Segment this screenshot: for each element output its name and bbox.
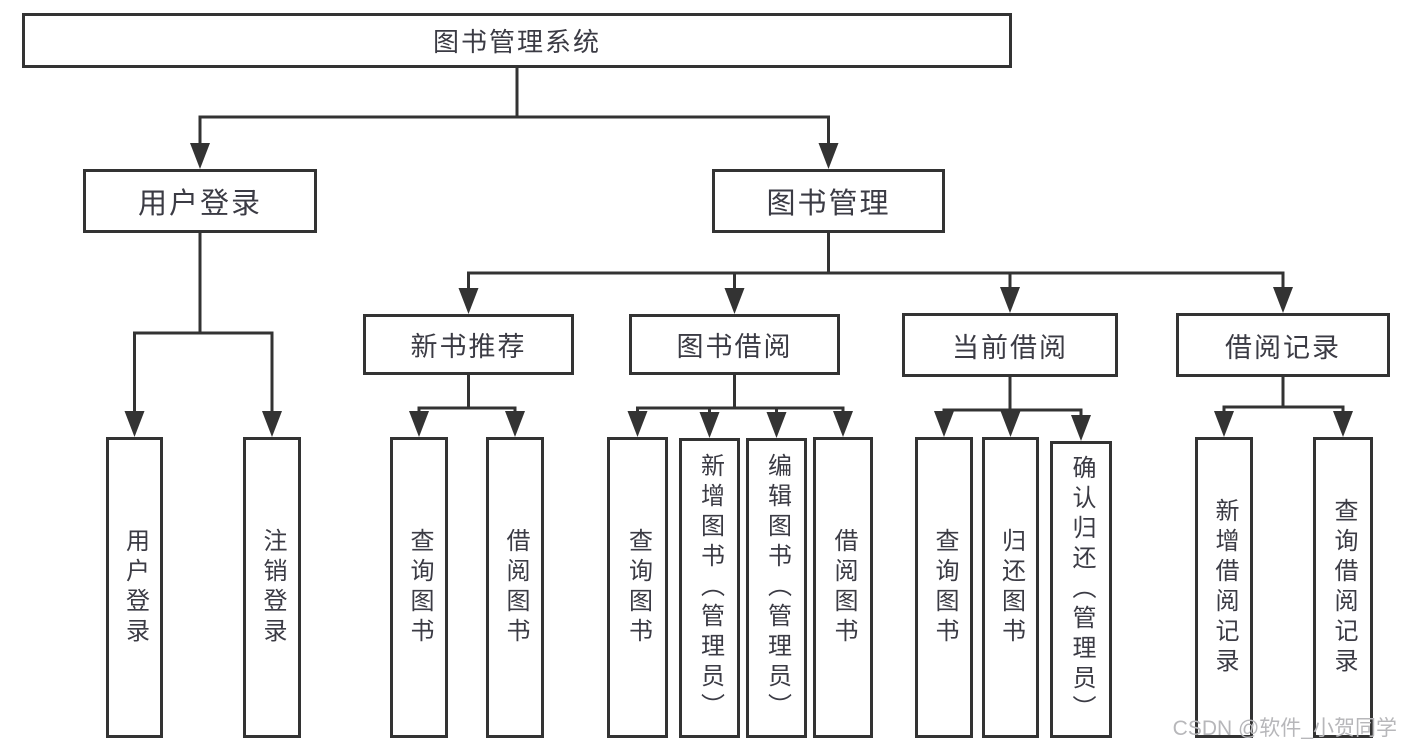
arrowhead-icon [124,411,145,437]
arrowhead-icon [1071,415,1091,441]
arrowhead-icon [1000,287,1020,313]
arrowhead-icon [627,411,648,437]
node-cb-query: 查询图书 [915,437,973,738]
arrowhead-icon [724,288,745,314]
arrowhead-icon [505,411,525,437]
node-root: 图书管理系统 [22,13,1012,68]
node-book-mgmt: 图书管理 [712,169,945,233]
node-cur-borrow: 当前借阅 [902,313,1118,377]
arrowhead-icon [1000,411,1021,437]
arrowhead-icon [1214,411,1234,437]
node-bb-edit: 编辑图书（管理员） [746,438,807,738]
node-vl-logout: 注销登录 [243,437,301,738]
arrowhead-icon [699,412,720,438]
node-borrow-rec: 借阅记录 [1176,313,1390,377]
arrowhead-icon [833,411,853,437]
arrowhead-icon [458,288,479,314]
arrowhead-icon [190,143,210,169]
node-nr-borrow: 借阅图书 [486,437,544,738]
arrowhead-icon [262,411,282,437]
node-bb-query: 查询图书 [607,437,668,738]
watermark-text: CSDN @软件_小贺同学 [1172,717,1397,740]
arrowhead-icon [1333,411,1353,437]
node-bb-borrow: 借阅图书 [813,437,873,738]
node-user-login: 用户登录 [83,169,317,233]
arrowhead-icon [1273,287,1293,313]
node-book-borrow: 图书借阅 [629,314,840,375]
node-new-rec: 新书推荐 [363,314,574,375]
node-nr-query: 查询图书 [390,437,448,738]
arrowhead-icon [766,412,787,438]
node-cb-return: 归还图书 [982,437,1039,738]
arrowhead-icon [409,411,429,437]
node-br-add: 新增借阅记录 [1195,437,1253,738]
node-cb-confirm: 确认归还（管理员） [1050,441,1112,738]
arrowhead-icon [934,411,954,437]
node-br-query: 查询借阅记录 [1313,437,1373,738]
node-vl-user-login: 用户登录 [106,437,163,738]
node-bb-add: 新增图书（管理员） [679,438,740,738]
arrowhead-icon [818,143,839,169]
